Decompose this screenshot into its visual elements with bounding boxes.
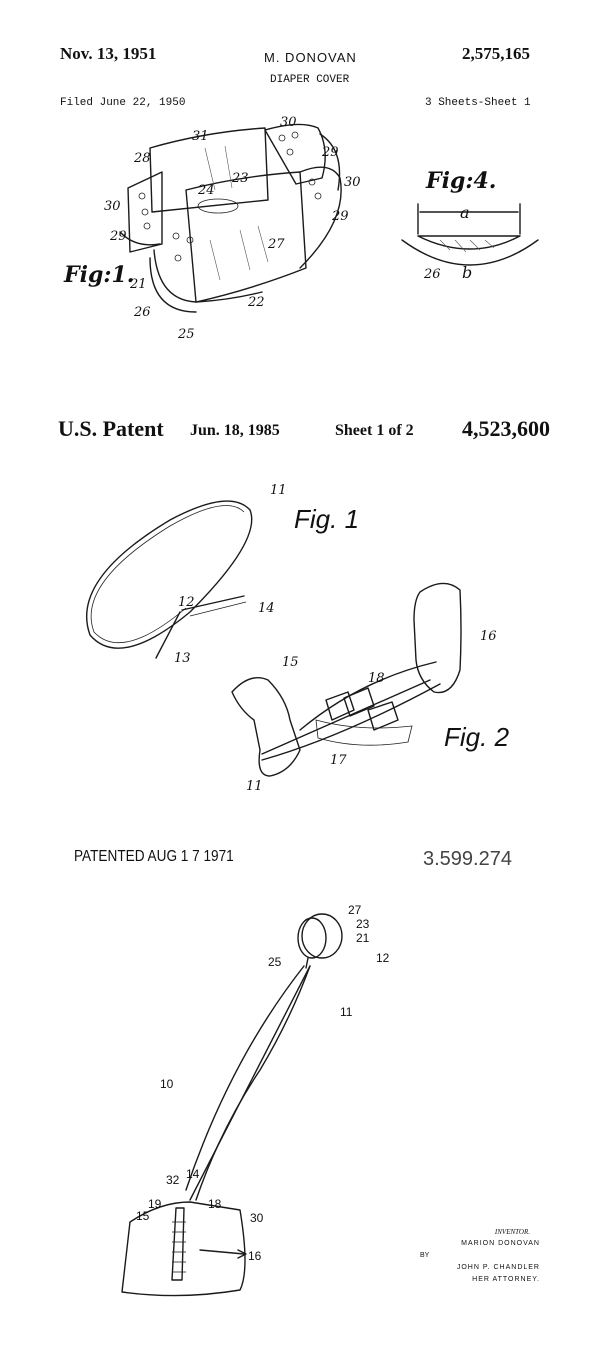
ref-30: 30 <box>104 199 121 214</box>
inventor-label: INVENTOR. <box>494 1228 530 1236</box>
patent-sheet-diaper-cover: Nov. 13, 1951 M. DONOVAN 2,575,165 DIAPE… <box>0 0 608 380</box>
ref-10: 10 <box>160 1077 174 1091</box>
ref-22: 22 <box>247 295 265 310</box>
floss-figure: 11 12 14 13 16 15 18 17 11 <box>85 483 497 794</box>
ref-29: 29 <box>109 229 127 244</box>
sheet1-date: Nov. 13, 1951 <box>60 44 157 63</box>
ref-21: 21 <box>129 277 147 292</box>
figure-4-label: Fig:4. <box>426 168 497 194</box>
attorney-name: JOHN P. CHANDLER <box>456 1264 540 1271</box>
ref-23: 23 <box>356 917 370 931</box>
sheet3-patent-number: 3.599.274 <box>423 848 512 870</box>
ref-27: 27 <box>348 903 362 917</box>
ref-25: 25 <box>177 327 195 342</box>
ref-17: 17 <box>330 753 347 768</box>
ref-26: 26 <box>423 267 441 282</box>
ref-24: 24 <box>197 183 215 198</box>
ref-31: 31 <box>192 129 209 144</box>
ref-a: a <box>460 203 470 222</box>
ref-11: 11 <box>270 483 287 498</box>
ref-32: 32 <box>166 1173 180 1187</box>
attorney-role: HER ATTORNEY. <box>472 1276 540 1283</box>
sheet1-inventor: M. DONOVAN <box>264 50 357 65</box>
ref-14: 14 <box>186 1167 200 1181</box>
ref-16: 16 <box>480 629 497 644</box>
ref-11: 11 <box>340 1005 353 1019</box>
patent-sheet-zipper-pull: PATENTED AUG 1 7 1971 3.599.274 27 23 21… <box>0 830 608 1351</box>
sheet1-sheet-count: 3 Sheets-Sheet 1 <box>425 97 531 109</box>
ref-15: 15 <box>136 1209 150 1223</box>
figure-1-label: Fig:1. <box>64 262 135 288</box>
ref-13: 13 <box>174 651 191 666</box>
figure-2-label: Fig. 2 <box>444 722 510 752</box>
inventor-name: MARION DONOVAN <box>461 1240 540 1247</box>
ref-21: 21 <box>356 931 370 945</box>
diaper-cover-figure-1: 31 30 29 28 30 29 24 23 30 29 27 21 26 2… <box>104 115 539 342</box>
ref-12: 12 <box>178 595 195 610</box>
ref-30: 30 <box>250 1211 264 1225</box>
ref-16: 16 <box>248 1249 262 1263</box>
ref-23: 23 <box>231 171 249 186</box>
ref-30: 30 <box>280 115 297 130</box>
ref-28: 28 <box>133 151 151 166</box>
patent-sheet-floss: U.S. Patent Jun. 18, 1985 Sheet 1 of 2 4… <box>0 380 608 830</box>
ref-26: 26 <box>133 305 151 320</box>
ref-18: 18 <box>208 1197 222 1211</box>
sheet2-patent-number: 4,523,600 <box>462 416 550 441</box>
by-label: BY <box>420 1252 430 1259</box>
sheet1-patent-number: 2,575,165 <box>462 44 530 63</box>
ref-27: 27 <box>267 237 285 252</box>
ref-29: 29 <box>331 209 349 224</box>
ref-29: 29 <box>321 145 339 160</box>
ref-15: 15 <box>282 655 299 670</box>
ref-14: 14 <box>258 601 275 616</box>
sheet1-filed-date: Filed June 22, 1950 <box>60 97 186 109</box>
sheet1-title: DIAPER COVER <box>270 74 350 86</box>
ref-19: 19 <box>148 1197 162 1211</box>
sheet2-heading: U.S. Patent <box>58 416 164 441</box>
ref-18: 18 <box>368 671 385 686</box>
zipper-pull-figure: 27 23 21 25 12 11 10 32 14 19 18 15 30 1… <box>121 903 390 1297</box>
figure-1-label: Fig. 1 <box>294 504 360 534</box>
ref-b: b <box>462 263 472 282</box>
ref-11: 11 <box>246 779 263 794</box>
sheet2-date: Jun. 18, 1985 <box>190 422 280 439</box>
sheet3-patented-date: PATENTED AUG 1 7 1971 <box>74 848 234 865</box>
ref-30: 30 <box>344 175 361 190</box>
inventor-block: INVENTOR. MARION DONOVAN BY JOHN P. CHAN… <box>420 1226 540 1286</box>
sheet2-sheet-number: Sheet 1 of 2 <box>335 422 414 439</box>
ref-12: 12 <box>376 951 390 965</box>
ref-25: 25 <box>268 955 282 969</box>
